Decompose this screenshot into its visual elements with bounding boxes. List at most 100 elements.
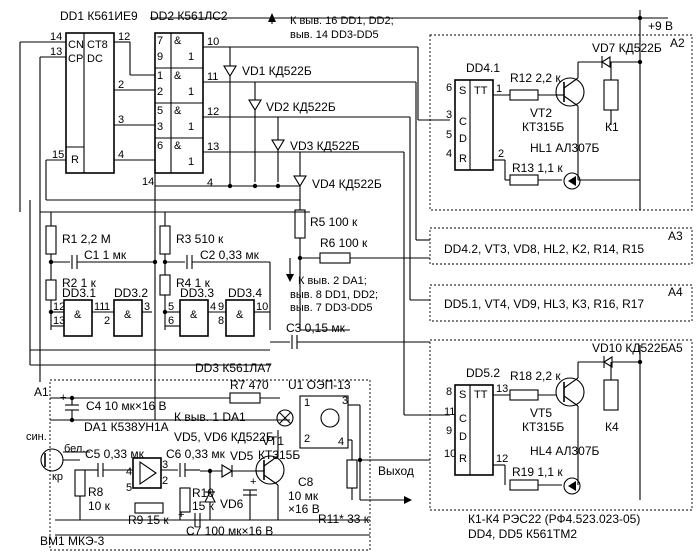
dd5-2-label: DD5.2 [466, 366, 500, 380]
dd3-pin-2: 2 [104, 315, 110, 327]
dd3-2-label: DD3.2 [114, 286, 148, 300]
dd4-r: R [459, 153, 467, 165]
c8-label: C8 [298, 475, 314, 489]
dd3-pin-11: 11 [94, 301, 105, 313]
vd5-label: VD5 [230, 449, 254, 463]
block-a1-border [49, 379, 371, 551]
vd1-label: VD1 КД522Б [242, 64, 312, 78]
dd4-pin-6: 6 [446, 82, 452, 94]
dd2-pin-11: 11 [207, 71, 218, 83]
a3-label: A3 [668, 229, 683, 243]
vd2-label: VD2 КД522Б [266, 100, 336, 114]
r2-label: R2 1 к [62, 276, 97, 290]
c4-label: C4 10 мк×16 В [86, 399, 167, 413]
wire-sin: син. [26, 431, 47, 443]
dd4-1-flipflop [454, 79, 494, 171]
c7-plus: + [178, 509, 184, 521]
output-label: Выход [378, 464, 414, 478]
dd3-pin-9: 9 [218, 301, 224, 313]
supply-label: +9 В [648, 19, 673, 33]
dd1-pin-4: 4 [118, 149, 124, 161]
vt2-transistor [555, 77, 585, 107]
dd1-pin-14: 14 [50, 31, 62, 43]
dd3-2-gate [113, 299, 143, 337]
dd2-one-3: 1 [188, 121, 194, 133]
relays-note: К1-К4 РЭС22 (РФ4.523.023-05) [468, 512, 640, 526]
dd3-pin-6: 6 [168, 315, 174, 327]
dd3-3-label: DD3.3 [180, 286, 214, 300]
r19-resistor [509, 479, 539, 491]
r9-resistor [134, 502, 164, 514]
dd5-pin-12: 12 [496, 453, 508, 465]
c6-label: C6 0,33 мк [166, 447, 226, 461]
r7-label: R7 470 [230, 378, 269, 392]
r8-value: 10 к [88, 499, 111, 513]
dd1-cn: CN [68, 39, 84, 51]
vd3-label: VD3 КД522Б [290, 139, 360, 153]
dd1-pin-13: 13 [50, 46, 62, 58]
a5-label: A5 [668, 341, 683, 355]
dd3-1-amp: & [74, 309, 82, 321]
dd2-pin-14: 14 [142, 176, 154, 188]
dd5-c: C [459, 413, 467, 425]
c5-label: C5 0,33 мк [85, 447, 145, 461]
da1-amplifier [132, 457, 162, 489]
dd3-pin-13: 13 [53, 315, 65, 327]
dd3-4-amp: & [236, 309, 244, 321]
vd2-diode [248, 99, 262, 112]
c7-label: C7 100 мк×16 В [186, 524, 273, 538]
dd5-tt: TT [474, 389, 488, 401]
vt5-label: VT5 [530, 406, 552, 420]
r9-label: R9 15 к [128, 513, 169, 527]
gnd-note-1: К выв. 2 DA1; [298, 275, 367, 287]
dd4-c: C [459, 116, 467, 128]
dd2-pin-3: 3 [157, 121, 163, 133]
r4-label: R4 1 к [176, 276, 211, 290]
vt1-type: КТ315Б [258, 448, 300, 462]
dd3-pin-12: 12 [53, 301, 65, 313]
supply-note-2: выв. 14 DD3-DD5 [290, 29, 379, 41]
c3-label: C3 0,15 мк [286, 321, 346, 335]
a1-label: A1 [34, 385, 49, 399]
wire-kr: кр [52, 471, 63, 483]
u1-pin-1: 1 [304, 397, 310, 409]
u1-pin-4: 4 [338, 436, 344, 448]
k4-label: К4 [605, 420, 619, 434]
r1-label: R1 2,2 М [62, 232, 111, 246]
dd3-2-amp: & [124, 309, 132, 321]
c8-plus: + [250, 476, 256, 488]
r5-resistor [294, 209, 306, 239]
vt2-type: КТ315Б [522, 120, 564, 134]
dd2-label: DD2 К561ЛС2 [150, 9, 228, 23]
r10-label: R10 [192, 486, 214, 500]
dd1-pin-12: 12 [118, 31, 130, 43]
r1-resistor [45, 225, 57, 255]
dd5-pin-9: 9 [446, 425, 452, 437]
dd3-1-label: DD3.1 [62, 286, 96, 300]
vd56-label: VD5, VD6 КД522Б [174, 430, 274, 444]
k1-relay [603, 79, 619, 111]
r8-resistor [74, 469, 86, 497]
dd5-d: D [459, 431, 467, 443]
dd4-pin-3: 3 [446, 109, 452, 121]
dd3-4-gate [225, 299, 255, 337]
r18-resistor [509, 389, 539, 401]
dd3-label: DD3 К561ЛА7 [195, 361, 272, 375]
block-a4-border [429, 284, 693, 322]
dd5-pin-8: 8 [446, 386, 452, 398]
vd1-diode [223, 65, 237, 78]
gnd-note-2: выв. 8 DD1, DD2; [290, 289, 378, 301]
c4-plus: + [60, 392, 66, 404]
dd2-pin-10: 10 [207, 36, 219, 48]
r5-label: R5 100 к [310, 215, 358, 229]
r8-label: R8 [88, 485, 104, 499]
dd2-one-4: 1 [188, 156, 194, 168]
u1-pin-3: 3 [342, 395, 348, 407]
vd4-diode [293, 175, 307, 188]
dd4-pin-1: 1 [496, 83, 502, 95]
r12-resistor [509, 89, 539, 101]
vd10-diode [602, 356, 613, 368]
dd3-4-label: DD3.4 [228, 286, 262, 300]
vt2-label: VT2 [530, 106, 552, 120]
